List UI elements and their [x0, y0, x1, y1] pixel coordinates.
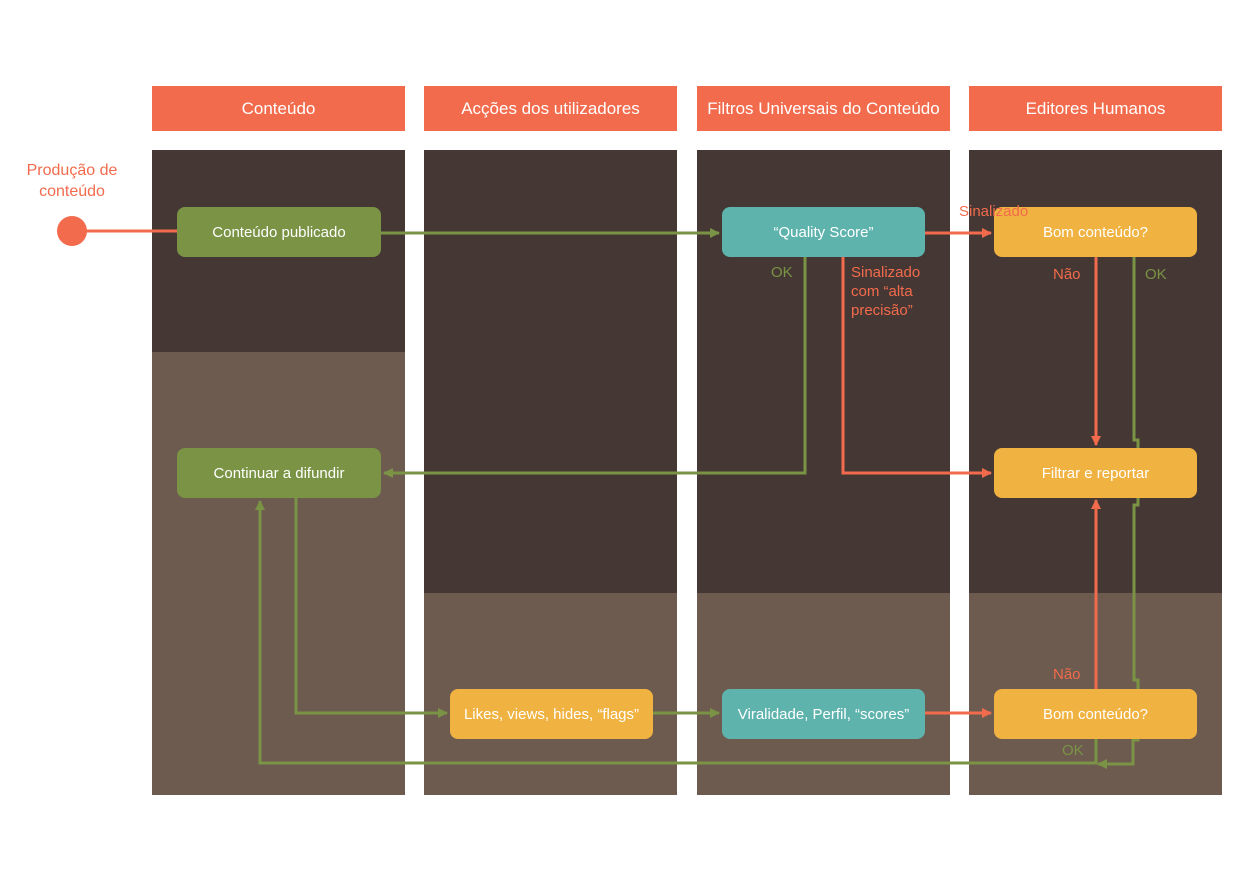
node-filter-report[interactable]: Filtrar e reportar: [994, 448, 1197, 498]
start-label: Produção de conteúdo: [26, 162, 118, 200]
lane-content-lower: [152, 352, 405, 795]
edge-label-no-2: Não: [1053, 666, 1081, 683]
node-content-published[interactable]: Conteúdo publicado: [177, 207, 381, 257]
lane-user-actions-upper: [424, 150, 677, 593]
edge-spread-to-likes: [294, 497, 448, 718]
edge-label-flagged: Sinalizado: [959, 203, 1029, 220]
lane-header-universal-filters: Filtros Universais do Conteúdo: [697, 86, 950, 131]
edge-label-ok-2: OK: [1062, 742, 1084, 759]
node-continue-spreading[interactable]: Continuar a difundir: [177, 448, 381, 498]
start-node-circle: [57, 216, 87, 246]
node-likes-views[interactable]: Likes, views, hides, “flags”: [450, 689, 653, 739]
node-good-content-1[interactable]: Bom conteúdo?: [994, 207, 1197, 257]
node-virality-profile[interactable]: Viralidade, Perfil, “scores”: [722, 689, 925, 739]
edge-label-ok-quality: OK: [771, 264, 793, 281]
node-quality-score[interactable]: “Quality Score”: [722, 207, 925, 257]
edge-label-flagged-high-precision: Sinalizado com “alta precisão”: [851, 264, 921, 319]
edge-quality-ok-to-spread: [383, 257, 807, 478]
edge-quality-flagged-to-filter: [841, 257, 992, 478]
lane-header-content: Conteúdo: [152, 86, 405, 131]
node-good-content-2[interactable]: Bom conteúdo?: [994, 689, 1197, 739]
edge-good1-ok-down: [1097, 257, 1140, 769]
edge-good2-ok-to-spread: [255, 500, 1098, 765]
lane-header-human-editors: Editores Humanos: [969, 86, 1222, 131]
edge-label-ok-1: OK: [1145, 266, 1167, 283]
lane-header-user-actions: Acções dos utilizadores: [424, 86, 677, 131]
edge-label-no-1: Não: [1053, 266, 1081, 283]
